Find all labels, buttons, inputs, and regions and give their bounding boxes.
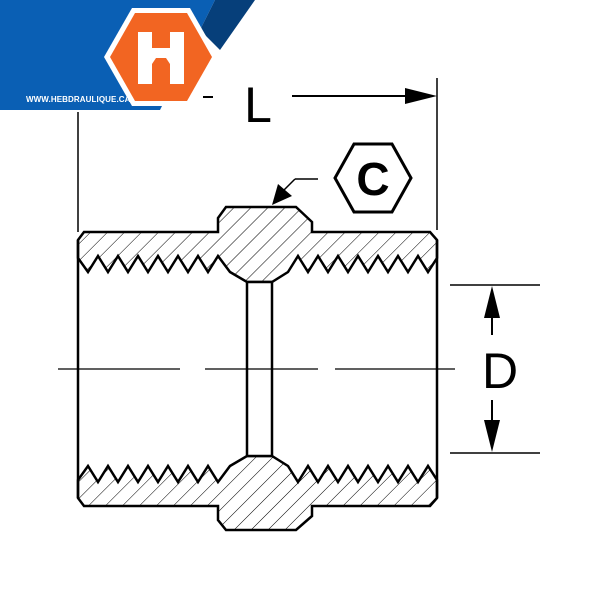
- logo-url: WWW.HEBDRAULIQUE.CA: [26, 95, 131, 104]
- logo-letter-h: [138, 32, 184, 84]
- diameter-dimension: [450, 284, 540, 454]
- logo: [0, 0, 255, 110]
- top-wall-section: [76, 205, 439, 284]
- diameter-label: D: [482, 343, 518, 399]
- length-label: L: [244, 77, 272, 133]
- length-dimension: [292, 88, 437, 104]
- hex-size-label: C: [356, 153, 389, 205]
- bottom-wall-section: [76, 454, 439, 532]
- hex-callout: [272, 142, 413, 214]
- logo-stripe: [200, 0, 255, 50]
